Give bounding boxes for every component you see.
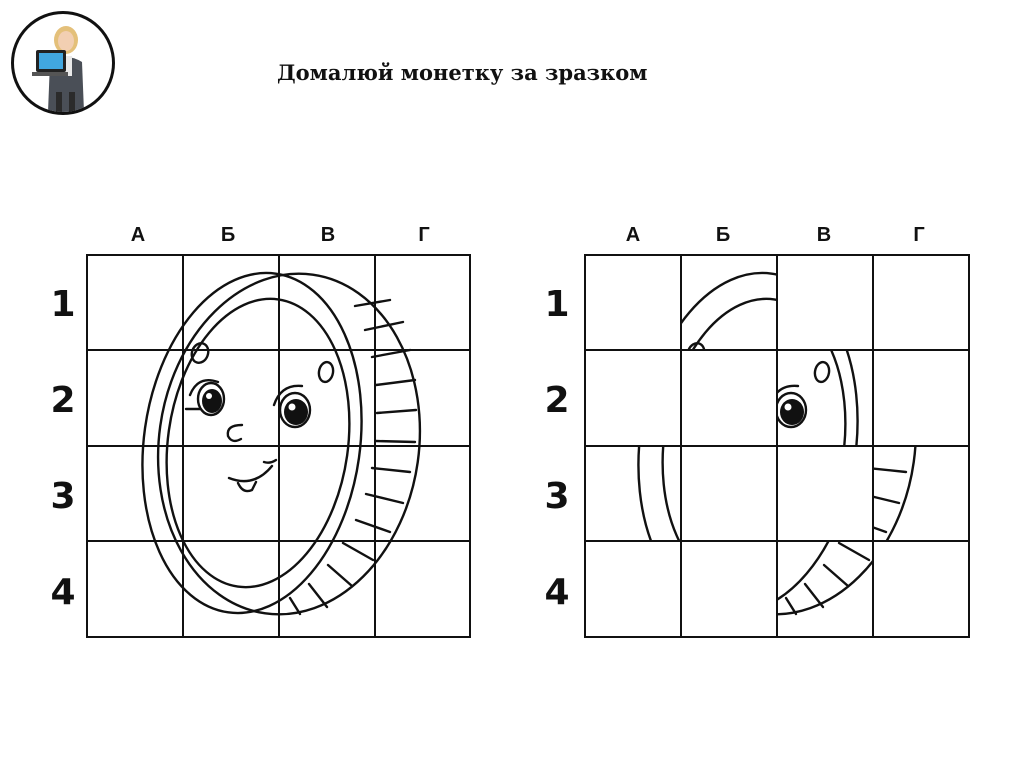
task-coin-fragment-a3 [637,446,681,541]
page-title: Домалюй монетку за зразком [277,60,648,85]
sample-col-label-a: А [131,224,145,246]
task-coin-fragment-v4 [777,541,873,616]
task-coin-fragment-v2 [777,350,873,446]
sample-row-label-2: 2 [50,380,75,421]
sample-grid-lines [86,254,471,638]
sample-col-label-b: Б [221,224,235,246]
task-row-label-3: 3 [544,476,569,517]
sample-row-label-1: 1 [50,284,75,325]
task-coin-fragment-b1 [681,271,777,350]
sample-coin-drawing [141,271,422,616]
task-row-label-1: 1 [544,284,569,325]
teacher-with-laptop-icon [32,26,84,112]
task-col-label-b: Б [716,224,730,246]
task-row-label-2: 2 [544,380,569,421]
sample-grid: А Б В Г 1 2 3 4 [50,224,471,638]
sample-row-label-3: 3 [50,476,75,517]
task-row-label-4: 4 [544,572,569,613]
sample-col-label-g: Г [418,224,429,246]
task-grid-lines [584,254,970,638]
task-col-label-v: В [817,224,831,246]
task-col-label-a: А [626,224,640,246]
task-coin-fragment-g3 [873,446,918,541]
teacher-avatar [11,11,115,115]
sample-col-label-v: В [321,224,335,246]
task-col-label-g: Г [913,224,924,246]
sample-row-label-4: 4 [50,572,75,613]
task-grid: А Б В Г 1 2 3 4 [544,224,970,638]
